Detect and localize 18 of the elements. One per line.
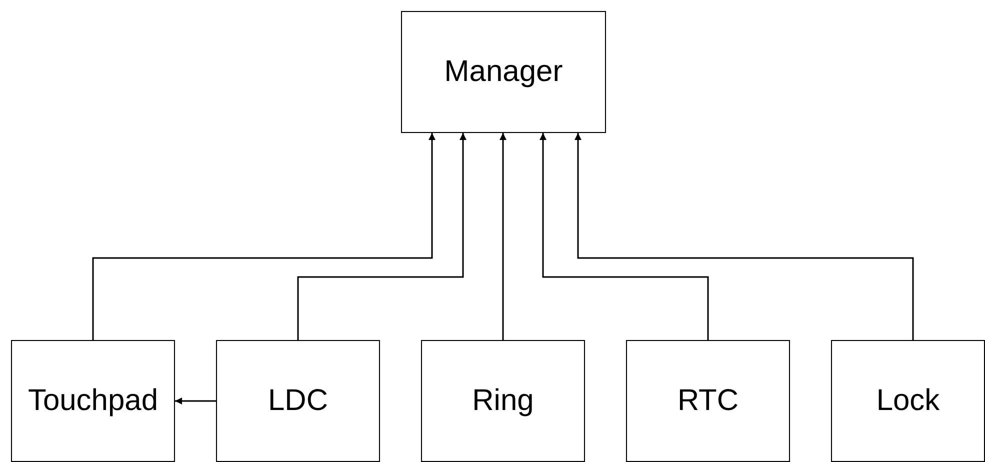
box-label: Touchpad bbox=[28, 384, 158, 418]
process-box bbox=[216, 340, 380, 462]
box-label: Ring bbox=[472, 384, 534, 418]
process-box bbox=[11, 340, 175, 462]
arrow bbox=[500, 133, 506, 340]
arrow bbox=[540, 133, 709, 340]
arrow bbox=[175, 398, 216, 404]
box-label: Lock bbox=[876, 384, 940, 418]
box-label: Manager bbox=[444, 55, 563, 89]
process-box bbox=[421, 340, 585, 462]
process-box bbox=[401, 11, 606, 133]
box-label: RTC bbox=[677, 384, 739, 418]
process-box bbox=[626, 340, 790, 462]
box-label: LDC bbox=[268, 384, 328, 418]
arrow bbox=[92, 133, 436, 340]
arrow bbox=[574, 133, 914, 340]
process-box bbox=[831, 340, 985, 462]
arrow bbox=[297, 133, 466, 340]
